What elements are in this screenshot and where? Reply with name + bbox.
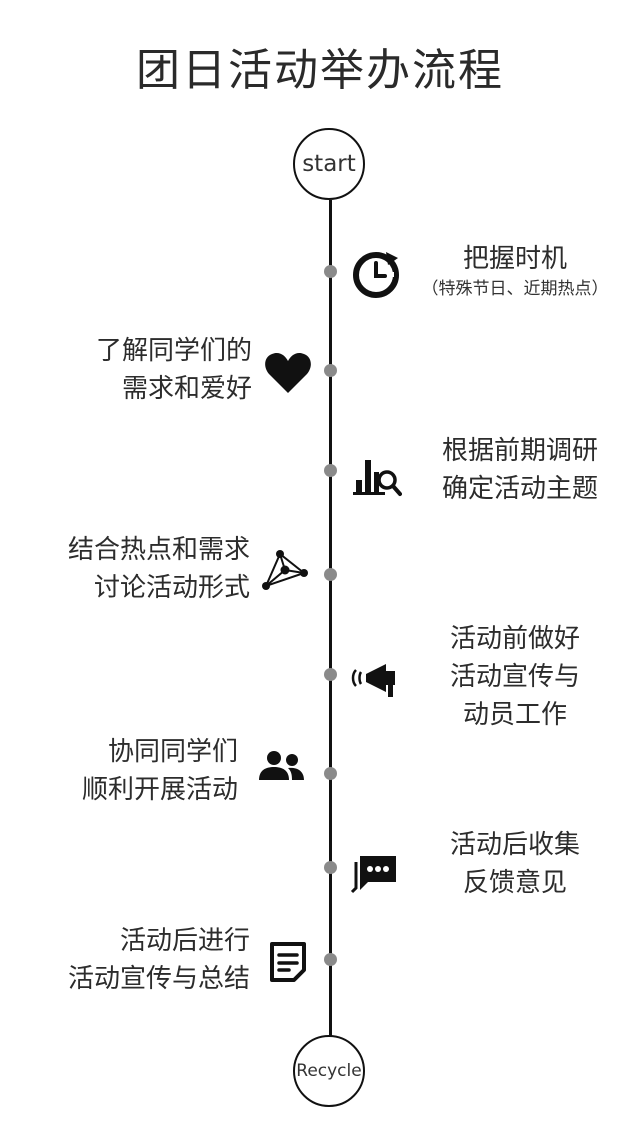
step-summary: 活动后进行 活动宣传与总结 — [10, 922, 250, 998]
step-publicity: 活动前做好 活动宣传与 动员工作 — [415, 620, 615, 734]
timeline-dot — [324, 767, 337, 780]
recycle-node: Recycle — [293, 1035, 365, 1107]
step-theme-line1: 根据前期调研 — [441, 436, 598, 466]
step-publicity-line3: 动员工作 — [462, 700, 567, 730]
step-feedback-line2: 反馈意见 — [462, 868, 567, 898]
note-icon — [262, 936, 314, 988]
step-theme-line2: 确定活动主题 — [441, 474, 598, 504]
step-format-line2: 讨论活动形式 — [93, 573, 250, 603]
network-icon — [258, 546, 310, 598]
step-feedback-line1: 活动后收集 — [449, 830, 580, 860]
people-icon — [255, 740, 307, 792]
step-publicity-line2: 活动宣传与 — [449, 662, 580, 692]
step-run-line2: 顺利开展活动 — [81, 775, 238, 805]
step-timing-line1: 把握时机 — [462, 244, 567, 274]
timeline-dot — [324, 364, 337, 377]
timeline-dot — [324, 668, 337, 681]
timeline-dot — [324, 568, 337, 581]
step-summary-line1: 活动后进行 — [119, 926, 250, 956]
chat-icon — [350, 846, 402, 898]
megaphone-icon — [348, 652, 400, 704]
timeline-dot — [324, 953, 337, 966]
step-summary-line2: 活动宣传与总结 — [67, 964, 250, 994]
step-needs-line2: 需求和爱好 — [121, 374, 252, 404]
start-node: start — [293, 128, 365, 200]
step-timing: 把握时机 （特殊节日、近期热点） — [395, 240, 635, 299]
page-title: 团日活动举办流程 — [136, 45, 504, 96]
timeline-dot — [324, 861, 337, 874]
step-needs: 了解同学们的 需求和爱好 — [20, 332, 252, 408]
timeline-dot — [324, 464, 337, 477]
step-publicity-line1: 活动前做好 — [449, 624, 580, 654]
step-theme: 根据前期调研 确定活动主题 — [410, 432, 630, 508]
step-timing-note: （特殊节日、近期热点） — [421, 279, 609, 299]
timeline-dot — [324, 265, 337, 278]
step-run: 协同同学们 顺利开展活动 — [20, 733, 238, 809]
step-run-line1: 协同同学们 — [107, 737, 238, 767]
clock-refresh-icon — [350, 248, 402, 300]
chart-search-icon — [350, 450, 402, 502]
step-needs-line1: 了解同学们的 — [95, 336, 252, 366]
step-format: 结合热点和需求 讨论活动形式 — [5, 531, 250, 607]
timeline-axis — [329, 200, 332, 1038]
step-format-line1: 结合热点和需求 — [67, 535, 250, 565]
heart-icon — [262, 347, 314, 399]
step-feedback: 活动后收集 反馈意见 — [420, 826, 610, 902]
